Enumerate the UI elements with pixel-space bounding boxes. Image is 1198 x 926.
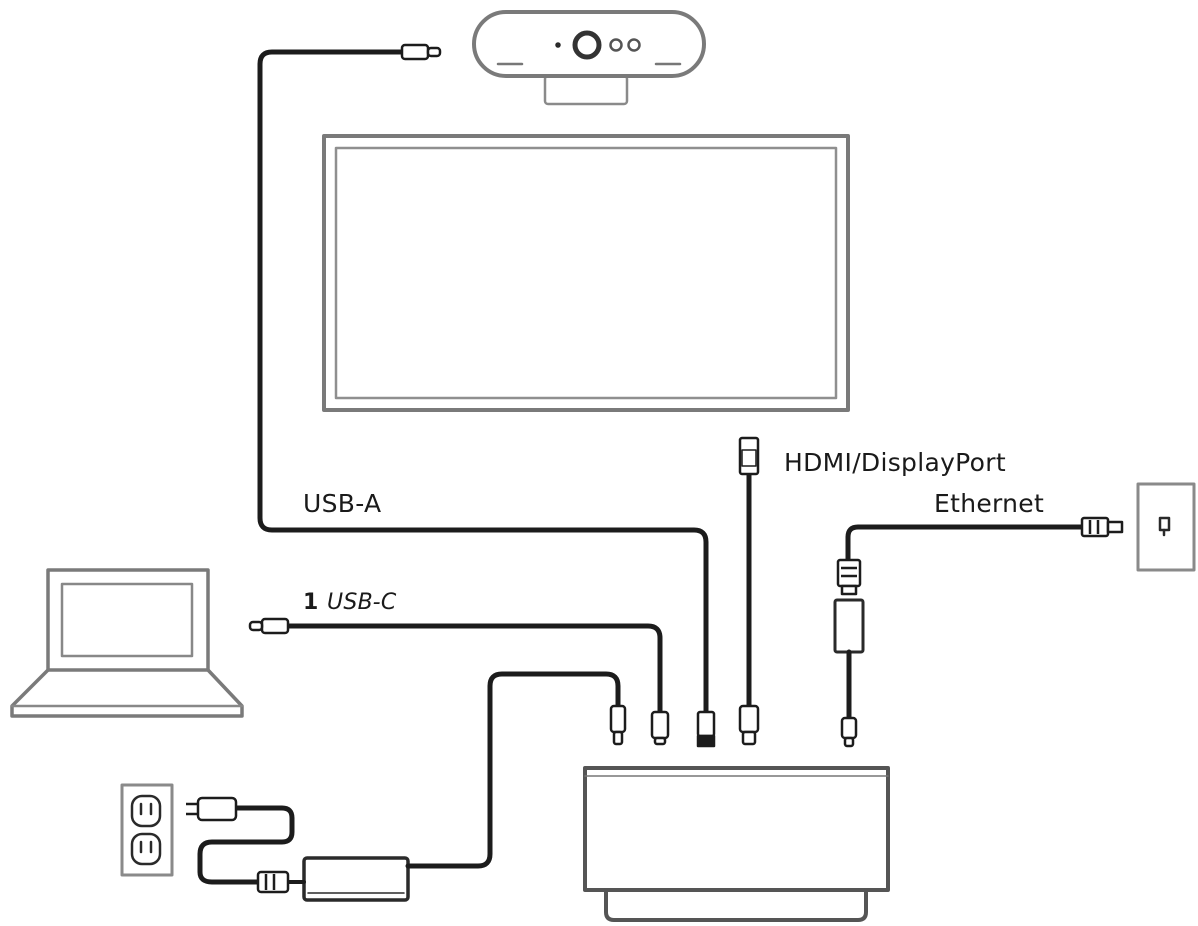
usb-a-cable [257,49,709,715]
usb-c-number-label: 1 [303,590,319,615]
rj45-plug-icon [1080,516,1124,538]
power-adapter-icon [302,856,410,902]
ethernet-dock-plug-icon [840,716,858,748]
wall-outlet-icon [120,783,174,877]
webcam-icon [472,10,706,106]
hdmi-dock-plug-icon [738,704,760,746]
ac-wall-plug-icon [186,796,238,822]
ethernet-label: Ethernet [934,489,1045,518]
usb-c-plug-icon [248,617,290,635]
power-plug-icon [609,704,627,746]
ethernet-adapter-icon [833,598,865,654]
ethernet-cable [845,524,1085,563]
usb-c-dock-plug-icon [650,710,670,746]
usb-a-dock-plug-icon [696,710,716,748]
usb-c-cable [285,623,663,715]
usb-a-label: USB-A [303,489,382,518]
usb-c-plug-icon [400,43,442,61]
usb-c-label: USB-C [327,590,397,615]
laptop-icon [10,568,244,718]
dock-base-icon [583,766,890,922]
power-cable-ac [197,805,295,885]
hdmi-displayport-label: HDMI/DisplayPort [784,448,1006,477]
rj45-plug-icon [836,558,862,596]
power-cable-dc [405,671,621,869]
display-monitor-icon [322,134,850,412]
ac-inlet-plug-icon [256,870,290,894]
ethernet-wall-jack-icon [1136,482,1196,572]
hdmi-plug-icon [738,436,760,476]
